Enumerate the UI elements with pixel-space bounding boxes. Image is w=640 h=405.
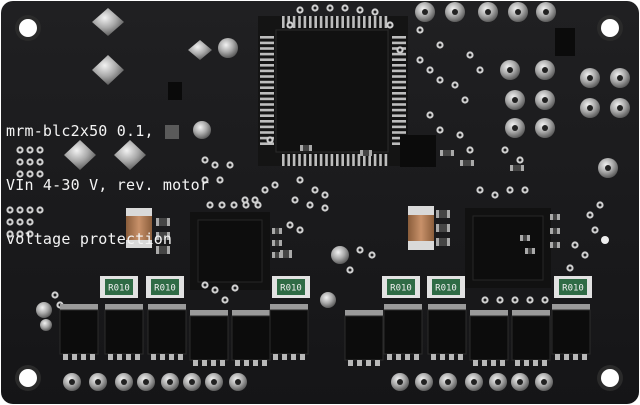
silkscreen-line-1: mrm-blc2x50 0.1,: [6, 122, 154, 140]
resistor-label: R010: [435, 284, 457, 294]
resistor-label: R010: [562, 284, 584, 294]
silkscreen-line-2: VIn 4-30 V, rev. motor: [6, 176, 210, 194]
motor-driver-ic-left: [190, 212, 270, 290]
capacitor-left: [126, 208, 152, 248]
resistor-label: R010: [108, 284, 130, 294]
shunt-resistor: R010: [427, 276, 465, 298]
shunt-resistors: R010 R010 R010 R010 R010 R010: [100, 276, 592, 298]
vias: [6, 4, 604, 322]
resistor-label: R010: [390, 284, 412, 294]
silkscreen-line-3: voltage protection: [6, 230, 173, 248]
mosfet-row: [59, 304, 591, 366]
bottom-header-pads: [63, 373, 553, 391]
shunt-resistor: R010: [272, 276, 310, 298]
shunt-resistor: R010: [382, 276, 420, 298]
capacitor-right: [408, 206, 434, 250]
shunt-resistor: R010: [146, 276, 184, 298]
shunt-resistor: R010: [100, 276, 138, 298]
mounting-holes: [15, 15, 623, 391]
connector-pads-right: [415, 2, 630, 178]
resistor-label: R010: [154, 284, 176, 294]
silkscreen-text: mrm-blc2x50 0.1, VIn 4-30 V, rev. motor …: [6, 86, 209, 284]
diamond-pads: [64, 8, 212, 170]
resistor-label: R010: [280, 284, 302, 294]
shunt-resistor: R010: [554, 276, 592, 298]
microcontroller-chip: [258, 16, 408, 166]
motor-driver-ic-right: [465, 208, 551, 288]
